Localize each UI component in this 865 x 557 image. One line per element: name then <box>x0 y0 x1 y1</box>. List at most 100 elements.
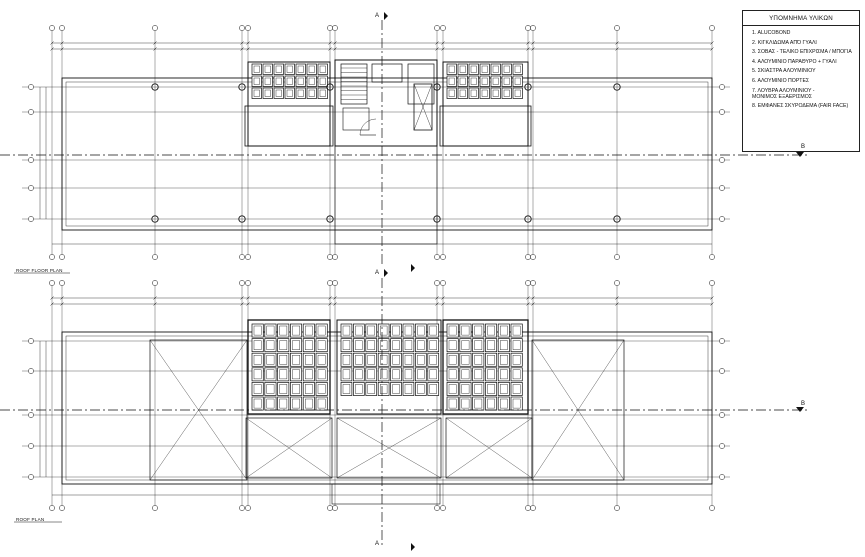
grid-bubble-top <box>239 280 245 286</box>
legend-divider <box>743 25 859 26</box>
solar-panel <box>402 323 415 338</box>
grid-bubble-top <box>709 25 715 31</box>
solar-panel-cell <box>380 340 388 350</box>
dimension-tick <box>153 302 157 306</box>
grid-bubble-right <box>719 216 725 222</box>
dimension-tick <box>50 47 54 51</box>
grid-bubble-top <box>332 280 338 286</box>
solar-panel-cell <box>417 325 425 336</box>
grid-bubble-right <box>719 157 725 163</box>
grid-bubble-top <box>59 25 65 31</box>
solar-panel-cell <box>292 384 300 394</box>
dimension-tick <box>441 296 445 300</box>
section-arrow <box>796 152 804 157</box>
solar-panel-cell <box>253 325 262 336</box>
dimension-tick <box>153 47 157 51</box>
solar-panel <box>510 367 523 382</box>
section-b-mark-lower: B <box>801 401 806 407</box>
dimension-tick <box>615 296 619 300</box>
solar-panel-cell <box>404 384 413 394</box>
water-tank-cell <box>470 65 477 73</box>
solar-panel <box>302 323 315 338</box>
water-tank <box>306 75 317 87</box>
central-core <box>334 59 438 147</box>
solar-panel-cell <box>448 398 457 409</box>
grid-bubble-bottom <box>239 505 245 511</box>
solar-panel-cell <box>417 340 425 350</box>
solar-panel-cell <box>429 340 437 350</box>
solar-panel <box>340 323 353 338</box>
solar-panel <box>277 338 290 353</box>
legend-item: 8. ΕΜΦΑΝΕΣ ΣΚΥΡΟΔΕΜΑ (FAIR FACE) <box>752 103 849 110</box>
solar-panel <box>497 323 510 338</box>
grid-bubble-top <box>709 280 715 286</box>
left-plant-room <box>244 105 334 147</box>
water-tank-cell <box>308 89 315 97</box>
grid-bubble-top <box>434 25 440 31</box>
solar-panel <box>302 338 315 353</box>
water-tank-cell <box>297 77 304 85</box>
grid-bubble-top <box>152 280 158 286</box>
solar-panel-cell <box>461 325 470 336</box>
dimension-tick <box>441 47 445 51</box>
solar-panel <box>459 323 472 338</box>
dimension-tick <box>435 302 439 306</box>
water-tank-cell <box>492 77 499 85</box>
solar-panel-cell <box>404 325 413 336</box>
dimension-tick <box>50 296 54 300</box>
grid-bubble-bottom <box>709 505 715 511</box>
grid-bubble-left <box>28 474 34 480</box>
water-tank-cell <box>459 65 466 73</box>
solar-panel-cell <box>266 340 275 350</box>
water-tank-cell <box>297 89 304 97</box>
dimension-tick <box>50 41 54 45</box>
solar-panel <box>251 338 264 353</box>
water-tank-cell <box>514 89 521 97</box>
grid-bubble-bottom <box>440 505 446 511</box>
solar-panel-cell <box>417 355 425 365</box>
water-tank-cell <box>319 65 326 73</box>
solar-panel-cell <box>380 369 388 380</box>
solar-panel-cell <box>500 384 508 394</box>
section-b-mark-upper: B <box>801 144 806 150</box>
solar-panel <box>353 367 365 382</box>
grid-bubble-bottom <box>245 254 251 260</box>
solar-panel-cell <box>474 355 483 365</box>
grid-bubble-bottom <box>59 505 65 511</box>
solar-panel <box>510 323 523 338</box>
grid-bubble-right <box>719 412 725 418</box>
column-marker <box>326 215 334 223</box>
solar-panel-cell <box>355 369 363 380</box>
solar-panel <box>497 382 510 396</box>
water-tank <box>490 63 501 75</box>
solar-panel <box>340 338 353 353</box>
water-tank <box>479 75 490 87</box>
dimension-tick <box>60 47 64 51</box>
water-tank <box>262 87 273 99</box>
grid-bubble-bottom <box>245 505 251 511</box>
grid-bubble-bottom <box>530 505 536 511</box>
solar-panel <box>402 338 415 353</box>
grid-bubble-top <box>327 280 333 286</box>
solar-panel-cell <box>266 355 275 365</box>
grid-bubble-top <box>59 280 65 286</box>
solar-panel-cell <box>317 340 326 350</box>
solar-panel <box>446 367 459 382</box>
water-tank-cell <box>492 89 499 97</box>
water-tank-cell <box>503 65 510 73</box>
grid-bubble-right <box>719 474 725 480</box>
core-lower-zone <box>334 145 438 245</box>
solar-panel <box>459 367 472 382</box>
grid-bubble-left <box>28 109 34 115</box>
solar-panel <box>277 323 290 338</box>
dimension-tick <box>246 41 250 45</box>
solar-panel-cell <box>279 355 288 365</box>
water-tank-cell <box>319 89 326 97</box>
solar-panel-cell <box>474 340 483 350</box>
dimension-tick <box>60 296 64 300</box>
water-tank-cell <box>264 77 271 85</box>
grid-bubble-right <box>719 338 725 344</box>
solar-panel-cell <box>342 355 351 365</box>
water-tank <box>295 63 306 75</box>
solar-panel <box>427 338 440 353</box>
